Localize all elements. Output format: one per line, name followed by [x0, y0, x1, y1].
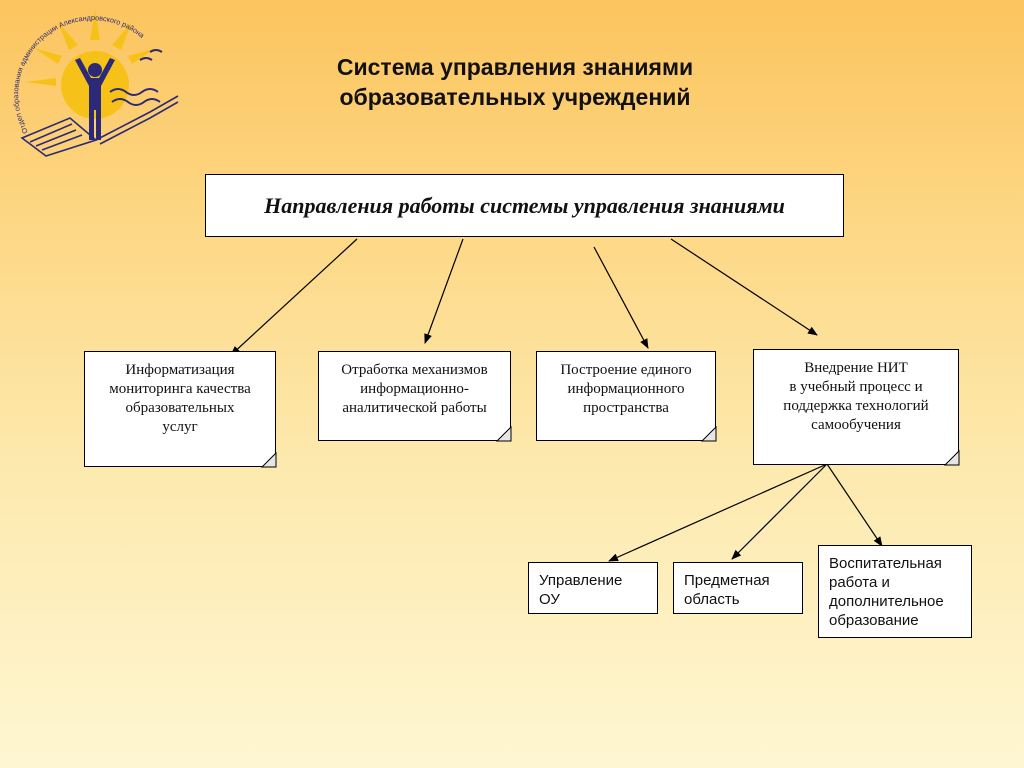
page-fold-icon — [943, 449, 960, 466]
waves — [109, 49, 163, 106]
direction-box-3: Построение единого информационного прост… — [536, 351, 716, 441]
open-book — [20, 95, 179, 157]
arrow-to-sub-item-2 — [731, 463, 828, 560]
title-line-2: образовательных учреждений — [339, 84, 691, 110]
page-fold-icon — [495, 425, 512, 442]
arrow-to-direction-4 — [670, 238, 818, 336]
sub-item-box-1: Управление ОУ — [528, 562, 658, 614]
title-line-1: Система управления знаниями — [336, 54, 694, 80]
page-title: Система управления знаниями образователь… — [230, 52, 800, 112]
arrow-to-sub-item-1 — [608, 463, 828, 562]
sub-item-box-3: Воспитательная работа и дополнительное о… — [818, 545, 972, 638]
arrow-to-direction-3 — [593, 246, 649, 349]
direction-box-4: Внедрение НИТ в учебный процесс и поддер… — [753, 349, 959, 465]
page-fold-icon — [260, 451, 277, 468]
page-fold-icon — [700, 425, 717, 442]
person-figure — [75, 58, 115, 140]
arrow-to-direction-1 — [230, 238, 358, 356]
sun-rays — [26, 10, 156, 86]
direction-box-1: Информатизация мониторинга качества обра… — [84, 351, 276, 467]
main-directions-box: Направления работы системы управления зн… — [205, 174, 844, 237]
arrow-to-direction-2 — [424, 238, 464, 344]
direction-box-2: Отработка механизмов информационно- анал… — [318, 351, 511, 441]
arrow-to-sub-item-3 — [826, 463, 883, 547]
sun-person-book-logo-icon: Отдел образования администрации Александ… — [11, 10, 179, 157]
sub-item-box-2: Предметная область — [673, 562, 803, 614]
